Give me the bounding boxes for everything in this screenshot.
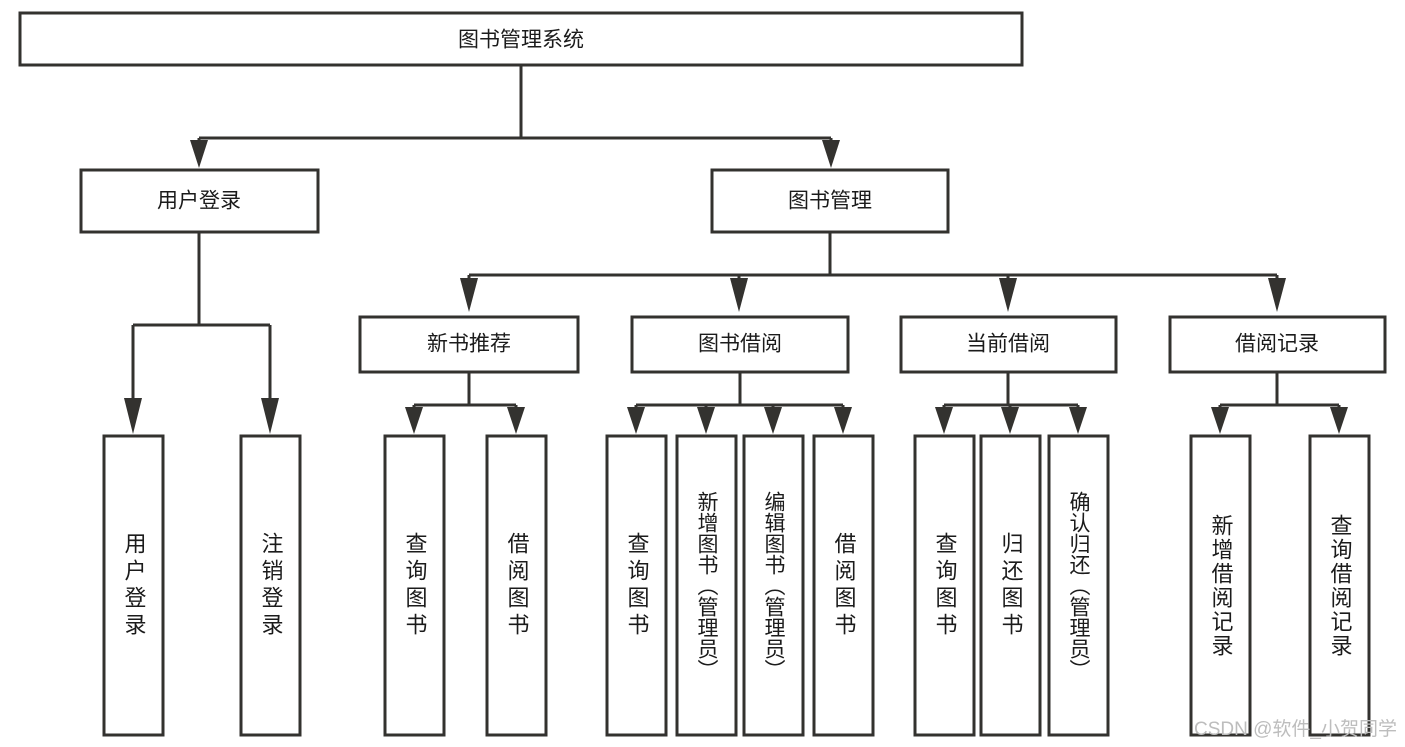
leaf-box-borrow-record-1[interactable] (1308, 434, 1371, 737)
leaf-box-new-book-0[interactable] (383, 434, 446, 737)
arrowhead-to-borrow-record (1268, 278, 1286, 312)
leaf-box-book-borrow-0[interactable] (605, 434, 668, 737)
leaf-box-current-borrow-2[interactable] (1047, 434, 1110, 737)
connector-book-management-to-level3 (460, 232, 1286, 312)
arrowhead-leaf-user-login (124, 398, 142, 434)
node-new-book-recommend-box (358, 315, 580, 374)
leaf-box-user-login-0[interactable] (102, 434, 165, 737)
leaf-box-book-borrow-3[interactable] (812, 434, 875, 737)
leaf-box-book-borrow-2[interactable] (742, 434, 805, 737)
node-new-book-recommend-label: 新书推荐 (427, 333, 511, 356)
connector-borrow-record-to-leaves (1211, 372, 1348, 434)
node-book-management[interactable]: 图书管理 (710, 168, 950, 234)
watermark: CSDN @软件_小贺同学 (1194, 719, 1397, 740)
node-root-label: 图书管理系统 (458, 29, 584, 52)
node-user-login-box (79, 168, 320, 234)
arrowhead-to-book-manage (822, 140, 840, 168)
node-root[interactable]: 图书管理系统 (18, 11, 1024, 67)
node-borrow-record[interactable]: 借阅记录 (1168, 315, 1387, 374)
connector-user-login-to-leaves (124, 232, 279, 434)
node-new-book-recommend[interactable]: 新书推荐 (358, 315, 580, 374)
connector-new-book-to-leaves (405, 372, 525, 434)
node-root-box (18, 11, 1024, 67)
arrowhead-to-new-book (460, 278, 478, 312)
arrowhead-leaf-logout (261, 398, 279, 434)
connector-book-borrow-to-leaves (627, 372, 852, 434)
connector-root-to-level2 (190, 65, 840, 168)
node-current-borrow-box (899, 315, 1118, 374)
leaf-box-book-borrow-1[interactable] (675, 434, 738, 737)
arrowhead-to-current-borrow (999, 278, 1017, 312)
leaf-box-borrow-record-0[interactable] (1189, 434, 1252, 737)
node-current-borrow-label: 当前借阅 (966, 333, 1050, 356)
node-user-login[interactable]: 用户登录 (79, 168, 320, 234)
node-book-borrow[interactable]: 图书借阅 (630, 315, 850, 374)
node-book-management-label: 图书管理 (788, 190, 872, 213)
connector-current-borrow-to-leaves (935, 372, 1087, 434)
arrowhead-to-user-login (190, 140, 208, 168)
leaf-box-current-borrow-1[interactable] (979, 434, 1042, 737)
leaf-box-new-book-1[interactable] (485, 434, 548, 737)
node-current-borrow[interactable]: 当前借阅 (899, 315, 1118, 374)
leaf-box-current-borrow-0[interactable] (913, 434, 976, 737)
arrowhead-to-book-borrow (730, 278, 748, 312)
node-book-borrow-label: 图书借阅 (698, 333, 782, 356)
node-user-login-label: 用户登录 (157, 190, 241, 213)
node-borrow-record-label: 借阅记录 (1235, 333, 1319, 356)
leaf-box-user-login-1[interactable] (239, 434, 302, 737)
